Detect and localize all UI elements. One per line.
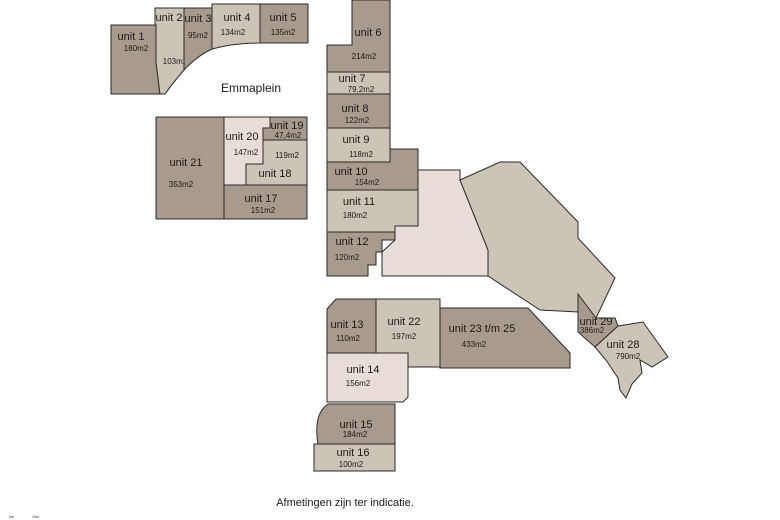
unit-15[interactable]: unit 15 184m2 [316,403,396,445]
unit-29-shape [381,169,489,277]
unit-20-area: 147m2 [234,148,259,157]
unit-12-area: 120m2 [335,253,360,262]
corner-mark-end: 10m [32,515,39,519]
unit-14-area: 156m2 [346,379,371,388]
unit-1[interactable]: unit 1 180m2 [110,24,161,95]
unit-27-label: unit 29 [579,316,612,328]
unit-23-25-shape [439,307,571,369]
unit-6-area: 214m2 [352,52,377,61]
unit-10-area: 154m2 [355,178,380,187]
unit-17[interactable]: unit 17 151m2 [223,184,308,220]
unit-22-label: unit 22 [387,316,420,328]
unit-14-shape [326,352,409,403]
unit-11-area: 180m2 [343,211,368,220]
unit-4-shape [211,3,261,50]
unit-27[interactable]: unit 29 386m2 [577,292,619,348]
unit-19-area: 47,4m2 [275,131,302,140]
unit-15-shape [316,403,396,445]
unit-16-label: unit 16 [336,447,369,459]
unit-23-25-area: 433m2 [462,340,487,349]
unit-3-area: 95m2 [188,31,209,40]
unit-16-area: 100m2 [339,460,364,469]
unit-27-area: 386m2 [580,326,605,335]
unit-16-shape [313,443,396,472]
unit-17-label: unit 17 [244,193,277,205]
unit-5-area: 135m2 [271,28,296,37]
unit-8[interactable]: unit 8 122m2 [326,93,391,129]
unit-18-label: unit 18 [258,168,291,180]
unit-18-area: 119m2 [275,151,299,160]
unit-17-shape [223,184,308,220]
unit-6-label: unit 6 [355,27,382,39]
unit-3[interactable]: unit 3 95m2 [183,7,213,72]
unit-9-area: 118m2 [349,150,373,159]
unit-5[interactable]: unit 5 135m2 [259,3,309,44]
unit-9-label: unit 9 [343,134,370,146]
unit-2-label: unit 2 [156,12,183,24]
footnote: Afmetingen zijn ter indicatie. [276,497,414,509]
unit-23-25[interactable]: unit 23 t/m 25 433m2 [439,307,571,369]
unit-17-area: 151m2 [251,206,276,215]
unit-8-area: 122m2 [345,116,370,125]
unit-1-area: 180m2 [124,44,149,53]
unit-6[interactable]: unit 6 214m2 [326,0,391,73]
unit-26[interactable]: unit 28 790m2 [594,321,669,399]
unit-11-label: unit 11 [343,196,375,208]
unit-15-label: unit 15 [339,419,372,431]
unit-4-label: unit 4 [224,12,251,24]
unit-13[interactable]: unit 13 110m2 [326,298,377,354]
unit-21-area: 353m2 [169,180,194,189]
unit-19-label: unit 19 [270,120,303,132]
unit-21[interactable]: unit 21 353m2 [155,116,225,220]
unit-7-area: 79,2m2 [348,85,375,94]
unit-15-area: 184m2 [343,430,368,439]
unit-9[interactable]: unit 9 118m2 [326,127,391,163]
corner-mark-start: 0m [9,515,14,519]
unit-18[interactable]: 119m2 unit 18 [245,139,308,186]
unit-20-label: unit 20 [225,131,258,143]
unit-14[interactable]: unit 14 156m2 [326,352,409,403]
unit-4[interactable]: unit 4 134m2 [211,3,261,50]
unit-5-shape [259,3,309,44]
unit-4-area: 134m2 [221,28,246,37]
unit-13-label: unit 13 [330,319,363,331]
unit-5-label: unit 5 [270,12,297,24]
unit-2[interactable]: unit 2 103m2 [154,7,188,95]
unit-1-label: unit 1 [118,31,145,43]
unit-3-label: unit 3 [185,13,212,25]
unit-26-label: unit 28 [606,339,639,351]
unit-7-label: unit 7 [339,73,366,85]
unit-2-area: 103m2 [163,57,188,66]
place-name: Emmaplein [221,81,281,95]
unit-16[interactable]: unit 16 100m2 [313,443,396,472]
unit-14-label: unit 14 [346,364,379,376]
unit-19[interactable]: unit 19 47,4m2 [262,116,308,141]
unit-29[interactable] [381,169,489,277]
unit-22-area: 197m2 [392,332,417,341]
unit-23-25-label: unit 23 t/m 25 [449,323,516,335]
unit-8-label: unit 8 [342,103,369,115]
unit-10-label: unit 10 [334,166,367,178]
unit-26-area: 790m2 [616,352,641,361]
unit-26-shape [594,321,669,399]
unit-13-area: 110m2 [336,334,360,343]
unit-21-label: unit 21 [169,157,202,169]
unit-7[interactable]: unit 7 79,2m2 [326,71,391,95]
unit-12-label: unit 12 [335,236,368,248]
